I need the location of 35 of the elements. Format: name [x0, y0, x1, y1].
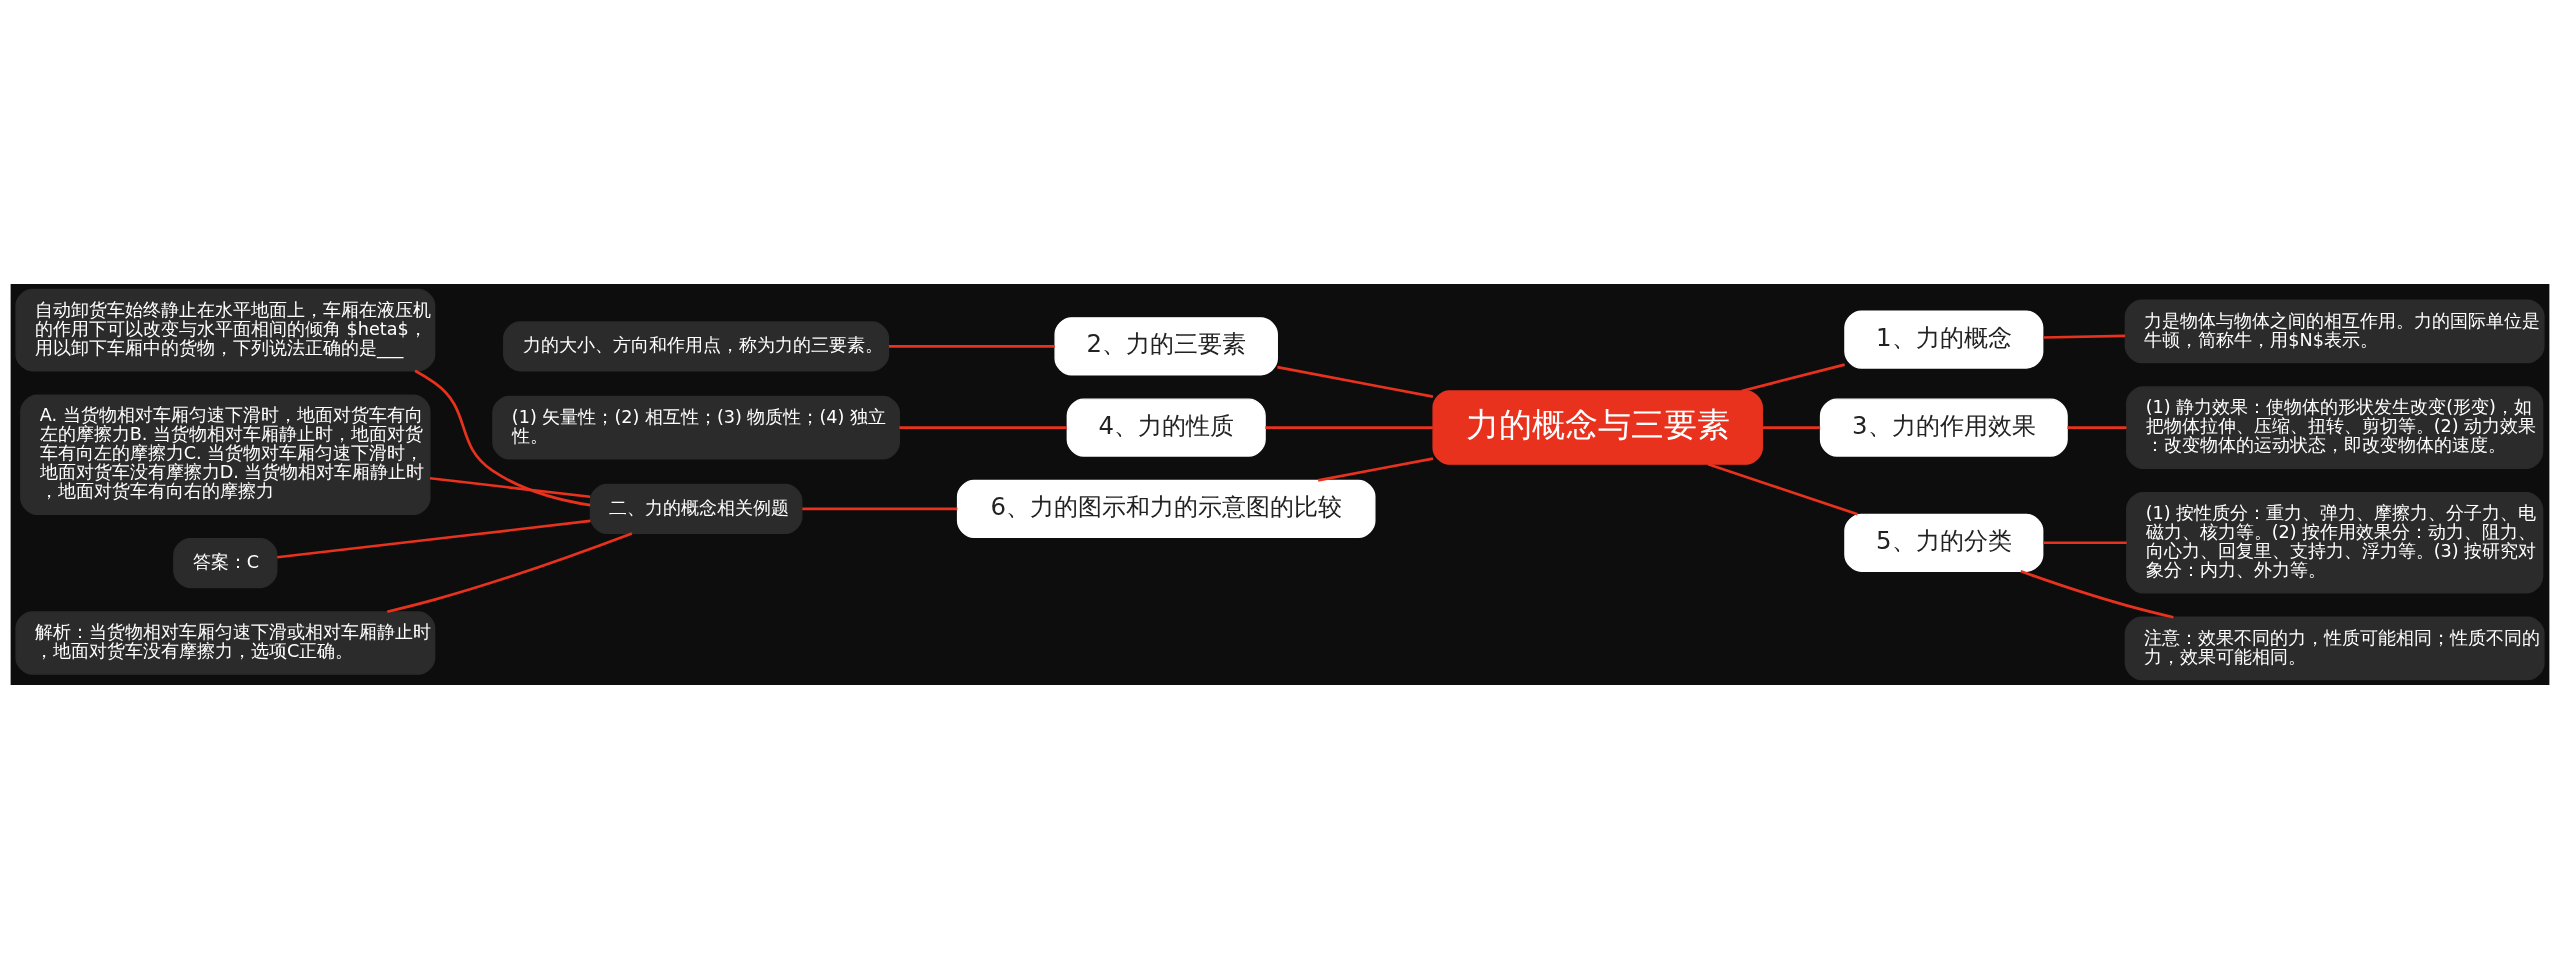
connector — [386, 532, 633, 614]
connector — [1741, 363, 1845, 393]
connector — [1707, 462, 1858, 516]
node-box: 6、力的图示和力的示意图的比较 — [956, 479, 1376, 538]
connector — [2067, 426, 2127, 429]
node-box: 注意：效果不同的力，性质可能相同；性质不同的力，效果可能相同。 — [2124, 616, 2545, 681]
connector — [899, 426, 1067, 429]
node-box: (1) 按性质分：重力、弹力、摩擦力、分子力、电磁力、核力等。(2) 按作用效果分：动力、阻力、向心力、回复里、支持力、浮力等。(3) 按研究对象分：内力、外力等。 — [2126, 491, 2544, 594]
node-box: 2、力的三要素 — [1054, 317, 1278, 376]
node-box: 力的概念与三要素 — [1432, 390, 1763, 465]
connector — [2043, 334, 2126, 339]
connector — [1762, 426, 1821, 429]
connector — [1265, 426, 1433, 429]
connector — [2043, 541, 2127, 545]
connector — [414, 369, 591, 507]
node-box: 力是物体与物体之间的相互作用。力的国际单位是牛顿，简称牛，用$N$表示。 — [2124, 299, 2545, 364]
node-box: 3、力的作用效果 — [1819, 398, 2068, 457]
node-box: 解析：当货物相对车厢匀速下滑或相对车厢静止时，地面对货车没有摩擦力，选项C正确。 — [15, 611, 436, 675]
connector — [277, 519, 591, 559]
node-box: 5、力的分类 — [1844, 513, 2044, 572]
connector — [1317, 457, 1434, 482]
node-box: (1) 静力效果：使物体的形状发生改变(形变)，如把物体拉伸、压缩、扭转、剪切等。(2) 动力效果：改变物体的运动状态，即改变物体的速度。 — [2126, 386, 2544, 469]
node-box: 4、力的性质 — [1066, 398, 1266, 457]
node-box: A. 当货物相对车厢匀速下滑时，地面对货车有向左的摩擦力B. 当货物相对车厢静止时，地面对货车有向左的摩擦力C. 当货物对车厢匀速下滑时，地面对货车没有摩擦力D. 当货物相对车厢静止时，地面对货车有向右的摩擦力 — [20, 394, 431, 515]
node-box: 自动卸货车始终静止在水平地面上，车厢在液压机的作用下可以改变与水平面相间的倾角 $heta$，用以卸下车厢中的货物，下列说法正确的是___ — [15, 288, 436, 372]
node-box: (1) 矢量性；(2) 相互性；(3) 物质性；(4) 独立性。 — [492, 395, 900, 460]
connector — [429, 476, 591, 499]
connector — [1277, 365, 1434, 398]
node-box: 1、力的概念 — [1844, 310, 2044, 369]
node-box: 力的大小、方向和作用点，称为力的三要素。 — [503, 321, 890, 372]
connector — [2020, 570, 2174, 619]
connector — [888, 344, 1055, 348]
connector — [802, 507, 958, 511]
node-box: 二、力的概念相关例题 — [589, 483, 803, 534]
node-box: 答案：C — [173, 538, 278, 589]
